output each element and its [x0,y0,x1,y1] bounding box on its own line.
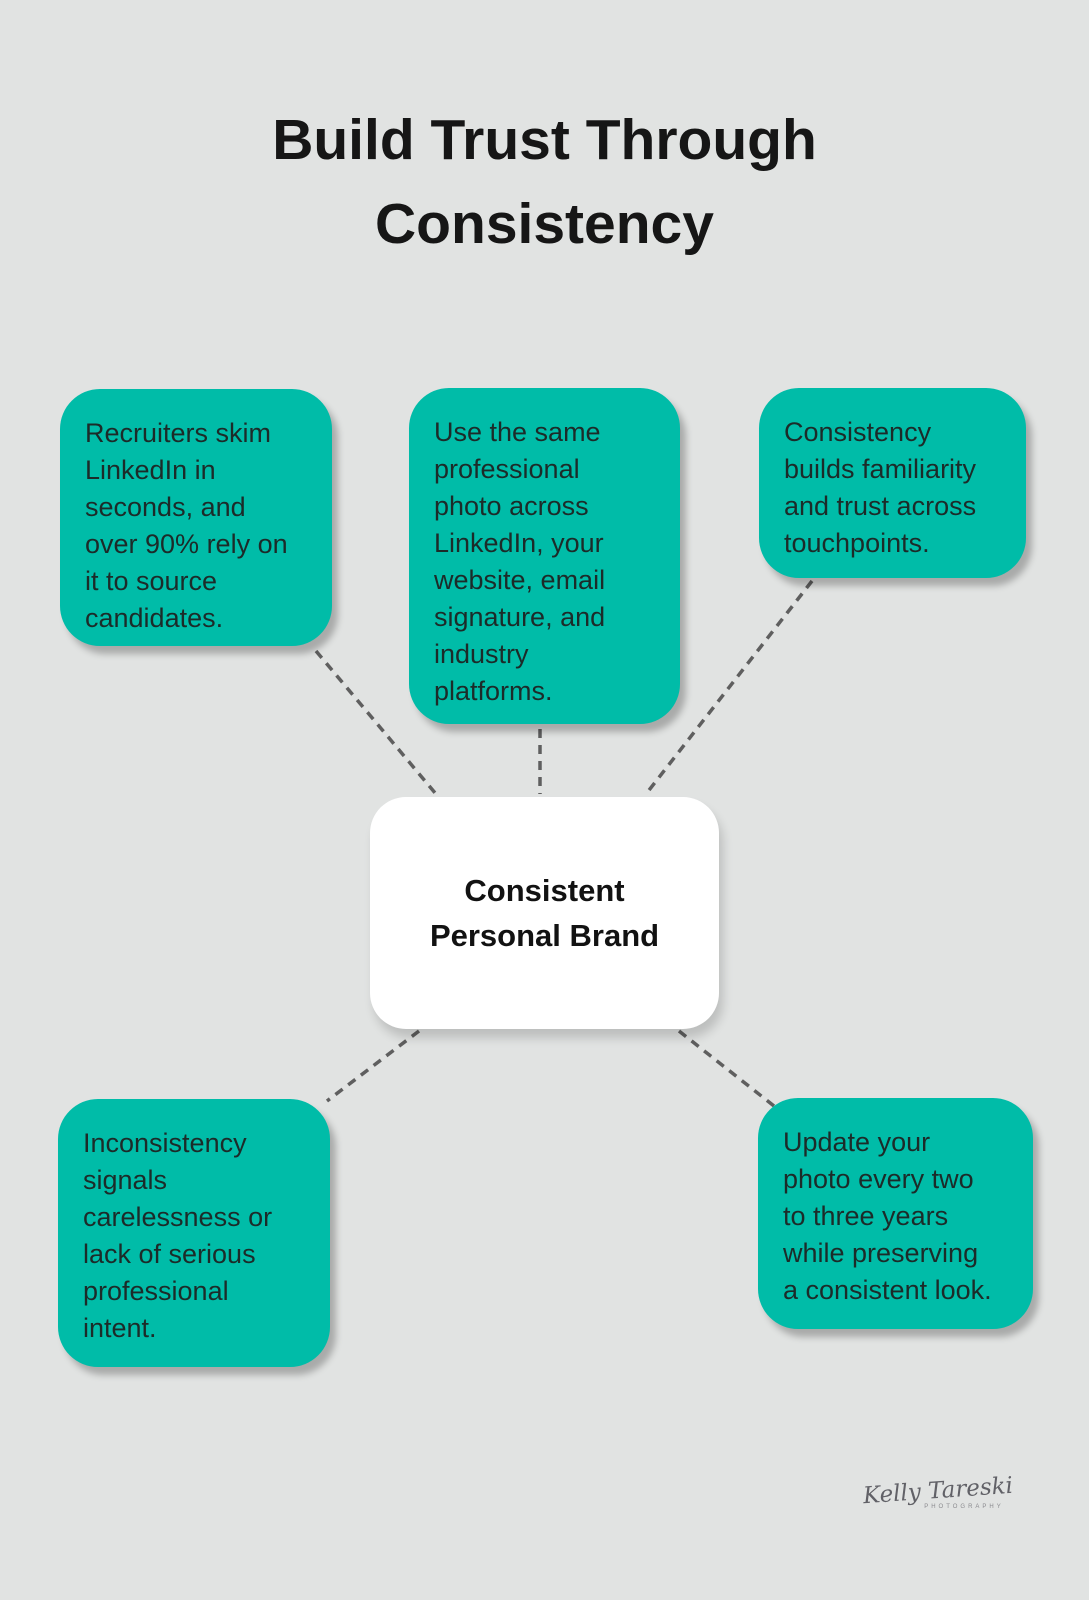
node-update-photo: Update your photo every two to three yea… [758,1098,1033,1329]
center-node-consistent-personal-brand: Consistent Personal Brand [370,797,719,1029]
node-inconsistency-signals: Inconsistency signals carelessness or la… [58,1099,330,1367]
connector-bottom-left [325,1029,421,1103]
signature-subtitle: PHOTOGRAPHY [924,1504,1004,1510]
photographer-signature: Kelly Tareski PHOTOGRAPHY [843,1473,1033,1510]
connector-bottom-right [677,1029,776,1108]
node-recruiters-skim: Recruiters skim LinkedIn in seconds, and… [60,389,332,646]
infographic-title: Build Trust Through Consistency [272,108,817,256]
node-builds-familiarity: Consistency builds familiarity and trust… [759,388,1026,578]
node-same-photo: Use the same professional photo across L… [409,388,680,724]
